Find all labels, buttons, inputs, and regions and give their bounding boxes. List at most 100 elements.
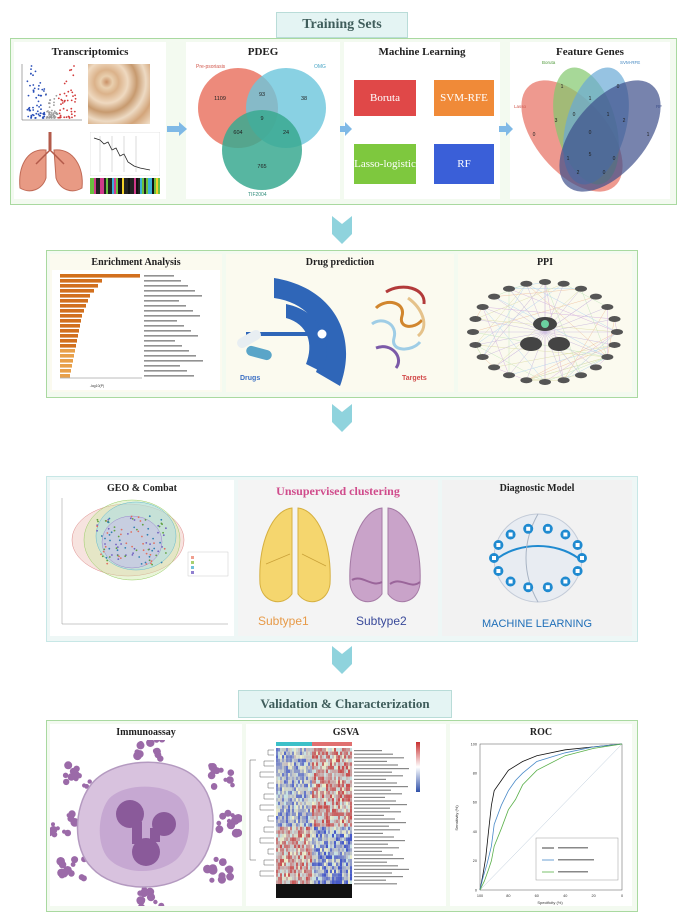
heatmap-cell	[330, 801, 333, 806]
heatmap-cell	[296, 869, 299, 874]
heatmap-cell	[310, 873, 313, 877]
heatmap-cell	[324, 855, 327, 859]
enrichment-bar	[60, 339, 77, 343]
pca-point	[132, 552, 134, 555]
heatmap-cell	[348, 880, 351, 885]
heatmap-cell	[296, 776, 299, 781]
heatmap-cell	[322, 798, 325, 802]
heatmap-cell	[340, 848, 343, 852]
heatmap-cell	[312, 826, 315, 831]
barcode-strip	[112, 178, 114, 194]
heatmap-cell	[286, 755, 289, 759]
heatmap-cell	[306, 848, 309, 852]
ppi-edge	[544, 331, 564, 381]
volcano-point	[36, 110, 39, 113]
heatmap-cell	[334, 837, 337, 842]
heatmap-cell	[348, 751, 351, 756]
heatmap-cell	[324, 748, 327, 752]
granule	[153, 899, 158, 905]
heatmap-cell	[332, 751, 335, 756]
heatmap-cell	[338, 805, 341, 809]
roc-title: ROC	[529, 727, 553, 738]
heatmap-cell	[296, 848, 299, 852]
heatmap-cell	[344, 748, 347, 752]
heatmap-cell	[310, 844, 313, 849]
training-sets-header: Training Sets	[276, 12, 408, 38]
heatmap-cell	[292, 798, 295, 802]
heatmap-cell	[304, 858, 307, 863]
barcode-strip	[92, 178, 94, 194]
heatmap-cell	[288, 808, 291, 813]
barcode-strip	[122, 178, 124, 194]
heatmap-cell	[302, 837, 305, 842]
heatmap-cell	[332, 776, 335, 781]
heatmap-cell	[314, 848, 317, 852]
ppi-node	[520, 377, 533, 384]
volcano-point	[34, 117, 37, 119]
volcano-point	[27, 107, 30, 110]
heatmap-cell	[288, 858, 291, 863]
fg-val: 1	[561, 84, 564, 90]
volcano-point	[41, 88, 44, 91]
heatmap-cell	[302, 826, 305, 831]
heatmap-cell	[308, 798, 311, 802]
granule	[222, 858, 227, 863]
heatmap-cell	[310, 833, 313, 838]
heatmap-cell	[294, 841, 297, 845]
roc-frame	[479, 743, 623, 891]
heatmap-cell	[294, 819, 297, 824]
heatmap-cell	[308, 816, 311, 820]
heatmap-cell	[318, 808, 321, 813]
heatmap-cell	[294, 848, 297, 852]
fg-val: 1	[647, 132, 650, 138]
heatmap-cell	[338, 808, 341, 813]
granule	[146, 740, 155, 747]
heatmap-cell	[348, 876, 351, 881]
heatmap-cell	[288, 798, 291, 802]
heatmap-cell	[288, 873, 291, 877]
heatmap-cell	[346, 794, 349, 799]
volcano-point	[67, 115, 70, 118]
heatmap-cell	[326, 801, 329, 806]
barcode-strip	[158, 178, 160, 194]
heatmap-cell	[280, 880, 283, 885]
heatmap-cell	[328, 841, 331, 845]
heatmap-cell	[316, 826, 319, 831]
volcano-point	[50, 112, 53, 114]
heatmap-cell	[300, 841, 303, 845]
granule	[67, 773, 75, 781]
dendrogram-branch	[259, 837, 274, 844]
heatmap-cell	[288, 780, 291, 784]
heatmap-cell	[306, 748, 309, 752]
heatmap-cell	[286, 880, 289, 885]
heatmap-cell	[286, 826, 289, 831]
volcano-point	[59, 93, 61, 96]
heatmap-cell	[292, 844, 295, 849]
heatmap-cell	[340, 805, 343, 809]
heatmap-cell	[348, 794, 351, 799]
heatmap-cell	[340, 773, 343, 777]
venn-label-c: TIF2004	[248, 192, 267, 198]
heatmap-cell	[294, 866, 297, 870]
heatmap-cell	[332, 851, 335, 856]
heatmap-cell	[296, 773, 299, 777]
ppi-node	[469, 316, 482, 323]
heatmap-cell	[316, 773, 319, 777]
heatmap-cell	[294, 826, 297, 831]
heatmap-cell	[348, 758, 351, 763]
heatmap-cell	[298, 812, 301, 817]
ppi-edge	[526, 283, 618, 333]
roc-curve	[479, 743, 623, 891]
heatmap-cell	[302, 816, 305, 820]
ppi-edge	[544, 281, 564, 381]
heatmap-cell	[320, 748, 323, 752]
ml-node-glyph	[508, 532, 513, 537]
pca-point	[162, 534, 165, 537]
heatmap-cell	[276, 758, 279, 763]
heatmap-cell	[304, 833, 307, 838]
heatmap-cell	[334, 833, 337, 838]
heatmap-cell	[320, 758, 323, 763]
heatmap-cell	[320, 780, 323, 784]
volcano-point	[37, 94, 40, 97]
heatmap-cell	[322, 805, 325, 809]
